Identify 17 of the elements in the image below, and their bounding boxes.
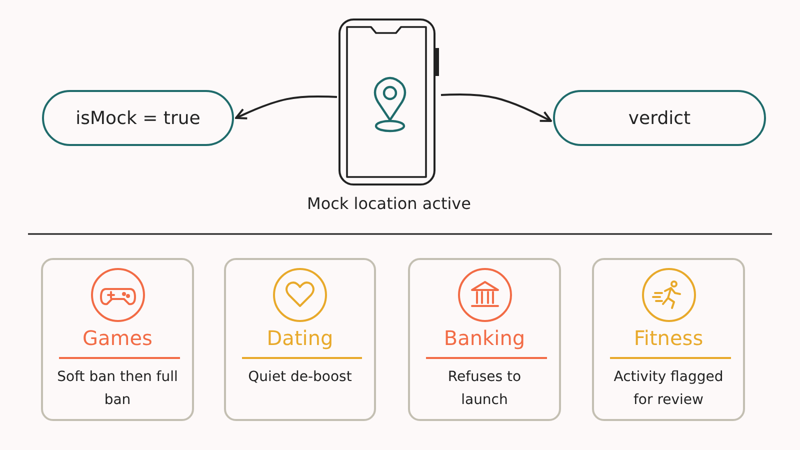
card-description: Refuses to launch	[446, 368, 522, 410]
card-title: Fitness	[632, 326, 704, 350]
node-label: verdict	[628, 108, 691, 128]
card-description: Soft ban then full ban	[57, 368, 178, 410]
node-label: Mock location active	[307, 194, 471, 213]
card-description: Activity flagged for review	[612, 368, 724, 410]
node-label: isMock = true	[76, 108, 200, 128]
card-title: Games	[82, 326, 154, 350]
category-card	[592, 258, 745, 421]
category-card	[408, 258, 561, 421]
category-card	[41, 258, 194, 421]
category-card	[224, 258, 376, 421]
arrow	[235, 95, 338, 120]
card-description: Quiet de-boost	[247, 368, 353, 387]
card-title: Dating	[266, 326, 334, 350]
card-title: Banking	[442, 326, 526, 350]
arrow	[440, 93, 552, 122]
